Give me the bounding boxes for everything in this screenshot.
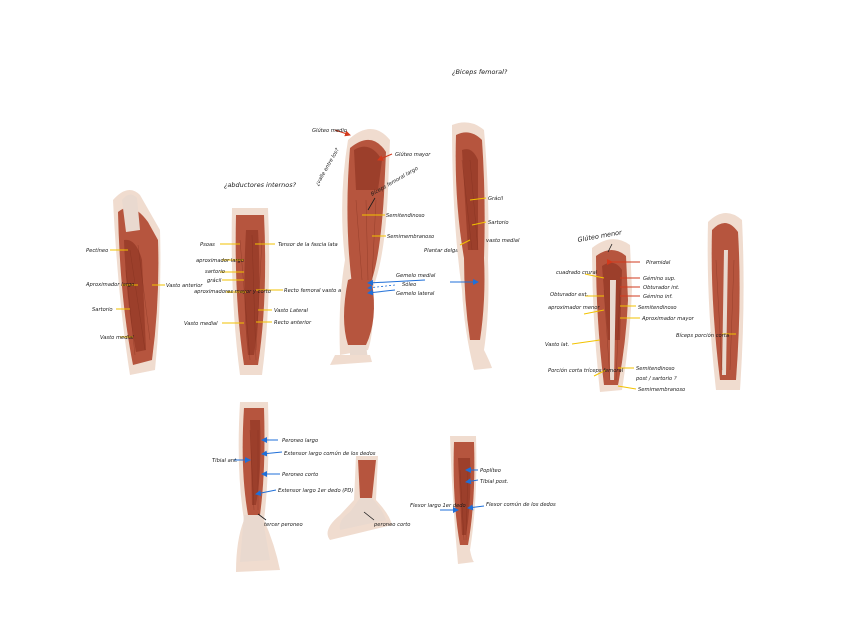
label-extensor-comun: Extensor largo común de los dedos <box>284 450 376 457</box>
label-tibial-ant: Tibial ant. <box>212 458 238 464</box>
panel-9-posterior-deep-leg: Poplíteo Tibial post. Flexor largo 1er d… <box>410 436 556 564</box>
label-vasto-anterior: Vasto anterior <box>166 283 203 289</box>
label-soleo: Sóleo <box>402 281 416 288</box>
panel-3-posterior-leg: Glúteo medio Glúteo mayor Bíceps femoral… <box>312 127 465 365</box>
label-gemelo-medial: Gemelo medial <box>396 273 436 279</box>
label-semimembranoso-5: Semimembranoso <box>638 387 685 393</box>
label-extensor-largo: Extensor largo 1er dedo (PD) <box>278 488 353 494</box>
label-obturador-int: Obturador int. <box>643 285 680 291</box>
leg-figure-3 <box>330 129 390 365</box>
label-semimembranoso: Semimembranoso <box>387 234 434 240</box>
label-peroneo-corto-8: peroneo corto <box>373 522 410 528</box>
label-semitendinoso-5: Semitendinoso <box>638 305 677 311</box>
label-tensor: Tensor de la fascia lata <box>278 242 338 248</box>
leg-figure-7 <box>236 402 280 572</box>
label-vasto-medial: Vasto medial <box>100 335 134 341</box>
label-biceps-corta: Bíceps porción corta <box>676 332 729 339</box>
label-cuadrado: cuadrado crural <box>556 270 598 276</box>
label-psoas: Psoas <box>200 242 215 248</box>
note-top: ¿Biceps femoral? <box>452 68 508 76</box>
panel-6-lateral-thigh: Bíceps porción corta <box>676 212 744 390</box>
leg-figure-9 <box>450 436 477 564</box>
label-vasto-lateral: Vasto Lateral <box>274 308 309 314</box>
label-tibial-post: Tibial post. <box>480 479 508 485</box>
label-gemelo-inf: Gémino inf. <box>643 293 673 300</box>
label-recto-femoral: Recto femoral vasto anterior <box>284 288 359 294</box>
label-gemelo-sup: Gémino sup. <box>643 275 676 282</box>
label-sartorio-2: sartorio <box>205 269 225 275</box>
label-gracil-4: Grácil <box>488 195 504 202</box>
label-aproximador-largo: Aproximador largo <box>85 282 134 288</box>
label-piramidal: Piramidal <box>646 260 671 266</box>
label-vasto-lat: Vasto lat. <box>545 342 569 348</box>
label-popliteo: Poplíteo <box>480 467 501 474</box>
label-gemelo-lateral: Gemelo lateral <box>396 291 435 297</box>
label-pectineo: Pectíneo <box>86 247 108 254</box>
label-peroneo-corto: Peroneo corto <box>282 472 318 478</box>
label-gluteo-medio: Glúteo medio <box>312 127 347 134</box>
label-recto-anterior: Recto anterior <box>274 320 312 326</box>
note-vallo: ¿valle entre los? <box>315 147 341 187</box>
panel-7-anterior-lower-leg: Peroneo largo Extensor largo común de lo… <box>212 402 376 572</box>
label-aproximador-largo-2: aproximador largo <box>196 258 244 264</box>
foot-figure-8 <box>327 456 392 540</box>
leg-figure-4 <box>452 122 492 370</box>
panel-5-deep-gluteal: Glúteo menor Piramidal cuadrado crural G… <box>545 228 695 393</box>
label-tercer-peroneo: tercer peroneo <box>264 522 303 528</box>
label-post-sartorio: post / sartorio ? <box>635 376 677 382</box>
label-semitendinoso-5b: Semitendinoso <box>636 366 675 372</box>
label-peroneo-largo: Peroneo largo <box>282 438 318 444</box>
thigh-figure-6 <box>707 212 744 390</box>
label-vasto-medial-2: Vasto medial <box>184 321 218 327</box>
label-plantar: Plantar delgado <box>424 248 465 254</box>
label-gracil: grácil <box>207 277 222 284</box>
label-sartorio-4: Sartorio <box>488 220 509 226</box>
label-flexor-comun: Flexor común de los dedos <box>486 501 556 508</box>
label-aproximador-mayor: Aproximador mayor <box>641 316 695 322</box>
panel-2-anterior-thigh: Psoas Tensor de la fascia lata aproximad… <box>184 208 359 375</box>
label-semitendinoso: Semitendinoso <box>386 213 425 219</box>
thigh-figure-2 <box>231 208 270 375</box>
panel-8-lateral-ankle: peroneo corto <box>327 456 410 540</box>
label-aproximadores: aproximadores mayor y corto <box>194 289 271 295</box>
label-aproximador-menor: aproximador menor <box>548 305 600 311</box>
label-flexor-largo: Flexor largo 1er dedo <box>410 503 466 509</box>
label-vasto-medial-4: vasto medial <box>486 238 520 244</box>
label-obturador-ext: Obturador ext. <box>550 292 588 298</box>
panel-1-anterior-thigh: Pectíneo Aproximador largo Sartorio Vast… <box>85 190 203 375</box>
label-gluteo-mayor: Glúteo mayor <box>395 151 431 158</box>
label-sartorio: Sartorio <box>92 307 113 313</box>
note-abductor: ¿abductores internos? <box>224 181 297 189</box>
thigh-figure-1 <box>113 190 161 375</box>
label-porcion-corta: Porción corta tríceps femoral <box>548 367 624 374</box>
panel-4-medial-leg: Grácil Sartorio vasto medial <box>450 122 520 370</box>
